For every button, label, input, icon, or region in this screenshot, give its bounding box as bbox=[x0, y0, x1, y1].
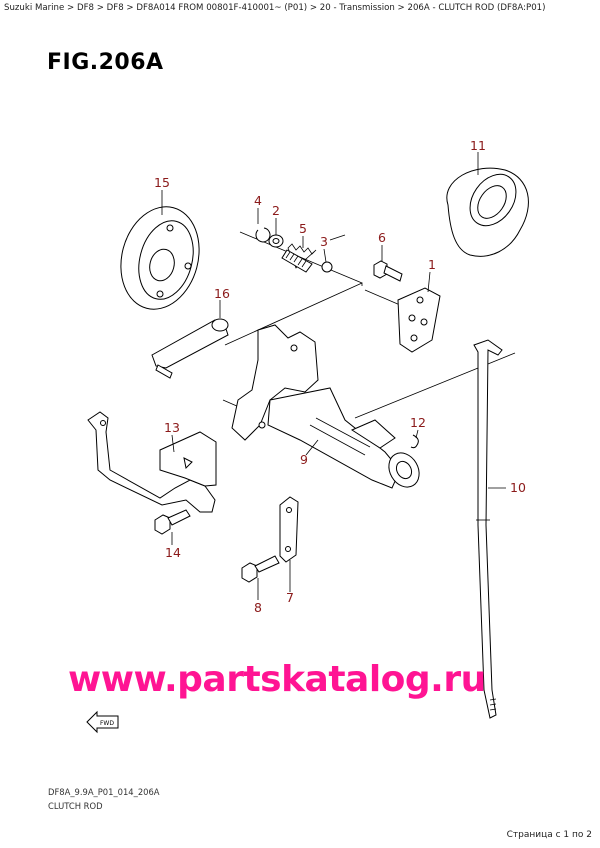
part-11-grommet[interactable] bbox=[446, 166, 529, 257]
fwd-label: FWD bbox=[100, 720, 114, 727]
breadcrumb[interactable]: Suzuki Marine > DF8 > DF8 > DF8A014 FROM… bbox=[4, 3, 546, 13]
callout-1[interactable]: 1 bbox=[428, 257, 436, 272]
callout-9[interactable]: 9 bbox=[300, 452, 308, 467]
part-7-clip-plate[interactable] bbox=[279, 496, 299, 563]
figure-name: CLUTCH ROD bbox=[48, 801, 103, 811]
part-4-snap-ring[interactable] bbox=[255, 227, 271, 243]
callout-15[interactable]: 15 bbox=[154, 175, 170, 190]
part-2-washer[interactable] bbox=[268, 234, 284, 248]
callout-12[interactable]: 12 bbox=[410, 415, 426, 430]
fwd-direction-arrow: FWD bbox=[86, 710, 119, 734]
callout-7[interactable]: 7 bbox=[286, 590, 294, 605]
part-16-lever-arm[interactable] bbox=[151, 318, 229, 379]
callout-6[interactable]: 6 bbox=[378, 230, 386, 245]
callout-2[interactable]: 2 bbox=[272, 203, 280, 218]
callout-11[interactable]: 11 bbox=[470, 138, 486, 153]
part-1-bracket-plate[interactable] bbox=[397, 287, 441, 353]
part-15-disc[interactable] bbox=[110, 198, 210, 318]
callout-4[interactable]: 4 bbox=[254, 193, 262, 208]
callout-3[interactable]: 3 bbox=[320, 234, 328, 249]
part-12-pin[interactable] bbox=[410, 434, 419, 449]
part-3-ball[interactable] bbox=[321, 261, 333, 273]
callout-14[interactable]: 14 bbox=[165, 545, 181, 560]
callout-10[interactable]: 10 bbox=[510, 480, 526, 495]
figure-title: FIG.206A bbox=[47, 50, 164, 75]
part-13-bracket[interactable] bbox=[87, 411, 217, 513]
callout-5[interactable]: 5 bbox=[299, 221, 307, 236]
callout-numbers: 15 4 2 5 3 6 1 11 16 13 12 9 10 14 8 7 bbox=[154, 138, 526, 615]
watermark-text: www.partskatalog.ru bbox=[68, 659, 486, 700]
part-14-bolt[interactable] bbox=[154, 509, 191, 535]
part-6-bolt[interactable] bbox=[373, 260, 403, 282]
figure-code: DF8A_9.9A_P01_014_206A bbox=[48, 787, 160, 797]
part-9-clutch-shaft[interactable] bbox=[231, 324, 425, 493]
callout-16[interactable]: 16 bbox=[214, 286, 230, 301]
leader-lines bbox=[161, 152, 506, 600]
callout-13[interactable]: 13 bbox=[164, 420, 180, 435]
part-8-bolt[interactable] bbox=[241, 555, 280, 583]
pagination-text: Страница с 1 по 2 bbox=[506, 830, 592, 840]
part-5-spring[interactable] bbox=[281, 243, 317, 273]
part-10-clutch-rod[interactable] bbox=[473, 339, 503, 719]
callout-8[interactable]: 8 bbox=[254, 600, 262, 615]
